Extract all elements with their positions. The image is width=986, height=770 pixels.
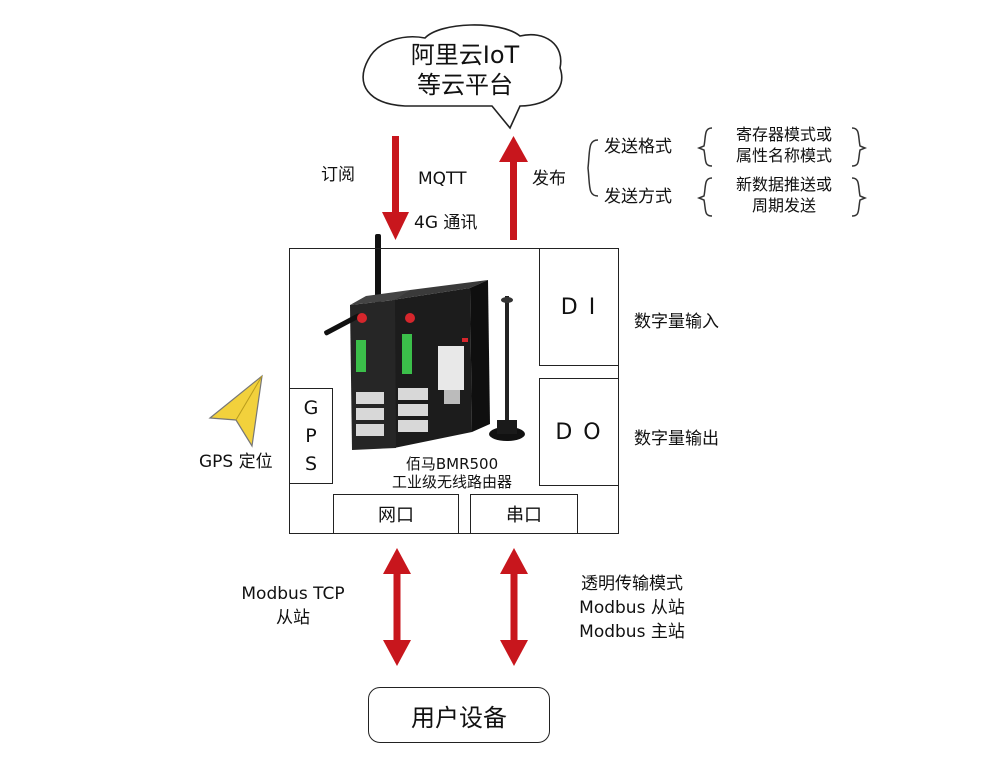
serial-mode-line-3: Modbus 主站 xyxy=(579,622,685,642)
publish-label: 发布 xyxy=(532,169,566,189)
cloud-line-2: 等云平台 xyxy=(417,71,513,99)
gps-letter-2: P xyxy=(305,425,317,447)
send-method-value-2: 周期发送 xyxy=(751,196,816,215)
publish-braces xyxy=(587,127,868,217)
mqtt-label: MQTT xyxy=(418,169,467,189)
cloud-bubble xyxy=(362,24,563,130)
serial-port-label: 串口 xyxy=(506,505,542,526)
cloud-line-1: 阿里云IoT xyxy=(410,41,520,69)
serial-port-box: 串口 xyxy=(470,494,578,534)
subscribe-arrow xyxy=(382,136,409,240)
send-format-label: 发送格式 xyxy=(604,137,672,157)
publish-arrow xyxy=(499,136,528,240)
send-format-value-1: 寄存器模式或 xyxy=(735,125,832,144)
send-method-label: 发送方式 xyxy=(604,187,672,207)
serial-arrow xyxy=(500,548,528,666)
serial-mode-line-1: 透明传输模式 xyxy=(581,574,683,594)
di-label: D I xyxy=(560,294,598,320)
modbus-tcp-line-1: Modbus TCP xyxy=(241,584,345,604)
serial-mode-line-2: Modbus 从站 xyxy=(579,598,685,618)
user-device-label: 用户设备 xyxy=(411,703,507,732)
router-caption: 佰马BMR500 工业级无线路由器 xyxy=(372,455,532,491)
comm-label: 4G 通讯 xyxy=(414,213,478,233)
modbus-tcp-arrow xyxy=(383,548,411,666)
do-label: D O xyxy=(555,419,603,445)
router-type: 工业级无线路由器 xyxy=(391,473,512,491)
send-method-value-1: 新数据推送或 xyxy=(735,175,832,194)
gps-pointer-icon xyxy=(208,374,263,448)
user-device-box: 用户设备 xyxy=(368,687,550,743)
cloud-label: 阿里云IoT 等云平台 xyxy=(370,38,560,102)
gps-letter-1: G xyxy=(303,397,319,419)
subscribe-label: 订阅 xyxy=(321,165,355,185)
do-box: D O xyxy=(539,378,619,486)
net-port-label: 网口 xyxy=(378,505,414,526)
gps-description: GPS 定位 xyxy=(199,452,273,472)
send-format-value-2: 属性名称模式 xyxy=(735,146,832,165)
di-box: D I xyxy=(539,248,619,366)
send-format-values: 寄存器模式或 属性名称模式 xyxy=(714,124,854,166)
modbus-tcp-label: Modbus TCP 从站 xyxy=(228,582,358,630)
di-description: 数字量输入 xyxy=(634,312,719,332)
gps-letter-3: S xyxy=(304,453,318,475)
serial-mode-label: 透明传输模式 Modbus 从站 Modbus 主站 xyxy=(562,572,702,644)
modbus-tcp-line-2: 从站 xyxy=(276,608,310,628)
do-description: 数字量输出 xyxy=(634,429,719,449)
net-port-box: 网口 xyxy=(333,494,459,534)
gps-box: G P S xyxy=(289,388,333,484)
router-image xyxy=(324,234,525,450)
send-method-values: 新数据推送或 周期发送 xyxy=(714,174,854,216)
router-name: 佰马BMR500 xyxy=(405,455,499,473)
